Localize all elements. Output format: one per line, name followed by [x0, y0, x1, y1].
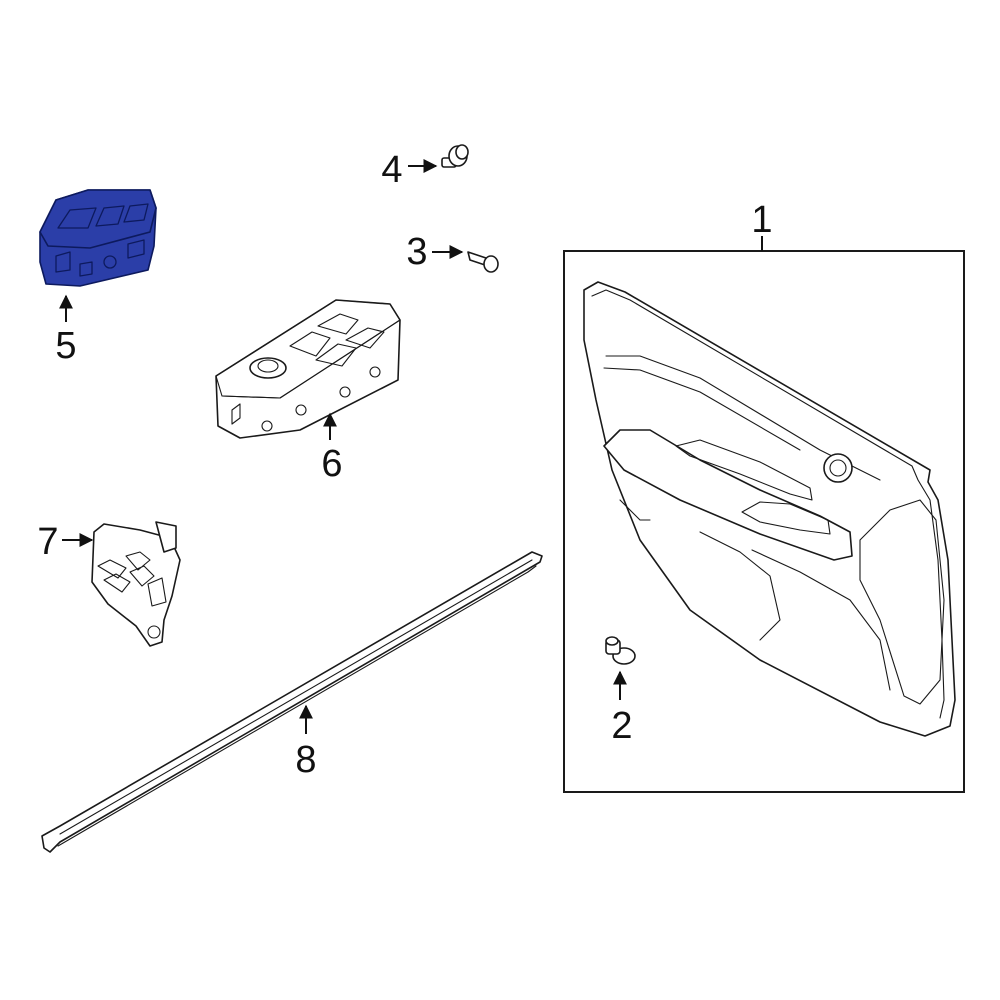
part-4-bolt-head	[455, 144, 469, 160]
part-6-bottom-features	[231, 366, 381, 432]
part-7-tab	[155, 521, 177, 553]
part-7-mirror-switch[interactable]	[62, 521, 181, 647]
callout-8: 8	[295, 739, 317, 781]
part-1-handle-slot	[741, 501, 831, 535]
part-5-top-face	[39, 189, 157, 249]
part-2-clip[interactable]	[605, 636, 636, 700]
part-5-switch-bezel[interactable]	[39, 189, 157, 322]
part-6-main-button-inner	[257, 359, 279, 373]
part-8-weatherstrip[interactable]	[41, 551, 543, 853]
part-4-bolt[interactable]	[408, 144, 469, 173]
part-6-body	[215, 299, 401, 439]
callout-1: 1	[751, 199, 773, 241]
part-2-clip-top	[605, 636, 619, 646]
part-3-screw[interactable]	[432, 245, 499, 273]
part-5-lower-details	[55, 239, 145, 277]
part-6-switch-keys	[289, 313, 385, 367]
callout-5: 5	[55, 325, 77, 367]
part-7-body	[91, 523, 181, 647]
callout-2: 2	[611, 705, 633, 747]
callout-6: 6	[321, 443, 343, 485]
part-8-strip-groove-2	[57, 565, 537, 847]
part-8-strip-groove	[59, 559, 533, 835]
part-7-buttons	[97, 551, 155, 593]
part-6-side	[221, 319, 401, 399]
part-1-lock-knob	[823, 453, 853, 483]
part-1-panel-edge	[591, 289, 945, 719]
part-1-door-trim-panel[interactable]	[563, 236, 965, 793]
part-3-screw-head	[483, 255, 499, 273]
part-1-speaker-edge	[859, 499, 945, 705]
part-1-frame	[563, 250, 965, 793]
part-1-pocket	[699, 531, 781, 641]
part-5-switch-slots	[57, 203, 149, 229]
callout-4: 4	[381, 149, 403, 191]
callout-7: 7	[37, 521, 59, 563]
part-7-connector	[147, 577, 167, 607]
part-1-lock-knob-inner	[829, 459, 847, 477]
part-1-handle-recess	[675, 439, 813, 501]
part-6-window-switch[interactable]	[215, 299, 401, 440]
part-1-pocket-2	[751, 549, 891, 691]
callout-3: 3	[406, 231, 428, 273]
part-1-upper-trim-2	[603, 367, 801, 451]
part-6-main-button	[249, 357, 287, 379]
part-7-mount-hole	[147, 625, 161, 639]
part-1-lower-line	[619, 499, 651, 521]
